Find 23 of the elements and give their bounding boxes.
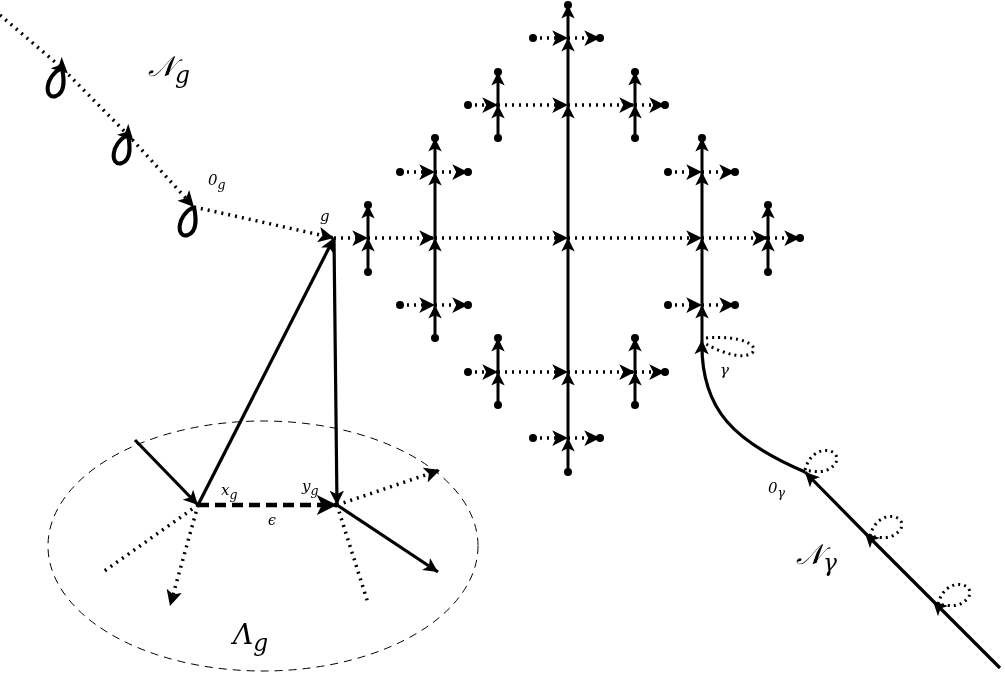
vertex-label: 0$_{g}$ [190,168,230,210]
arrow [133,438,200,507]
vertex-label: g [316,206,338,240]
arrow [0,13,196,209]
arrow [196,237,336,506]
line [102,503,199,574]
arrow [329,238,345,505]
arrow [193,205,335,243]
vertex-label: 0$_{γ}$ [766,468,808,502]
arrow [198,494,337,516]
vertex-label: γ [698,336,738,382]
arrow [803,470,1002,670]
vertex-label: y$_{g}$ [300,476,340,507]
set-label: 𝒩$_{γ}$ [796,540,837,578]
arrow [695,339,806,474]
arrow [166,504,200,607]
vertex-label: x$_{g}$ [195,478,247,508]
set-label: 𝒩$_{g}$ [148,52,190,90]
arrow [336,503,439,574]
arrow [336,467,441,507]
arrow [334,230,368,246]
line [335,504,370,604]
region-label: Λ$_{g}$ [233,620,269,658]
